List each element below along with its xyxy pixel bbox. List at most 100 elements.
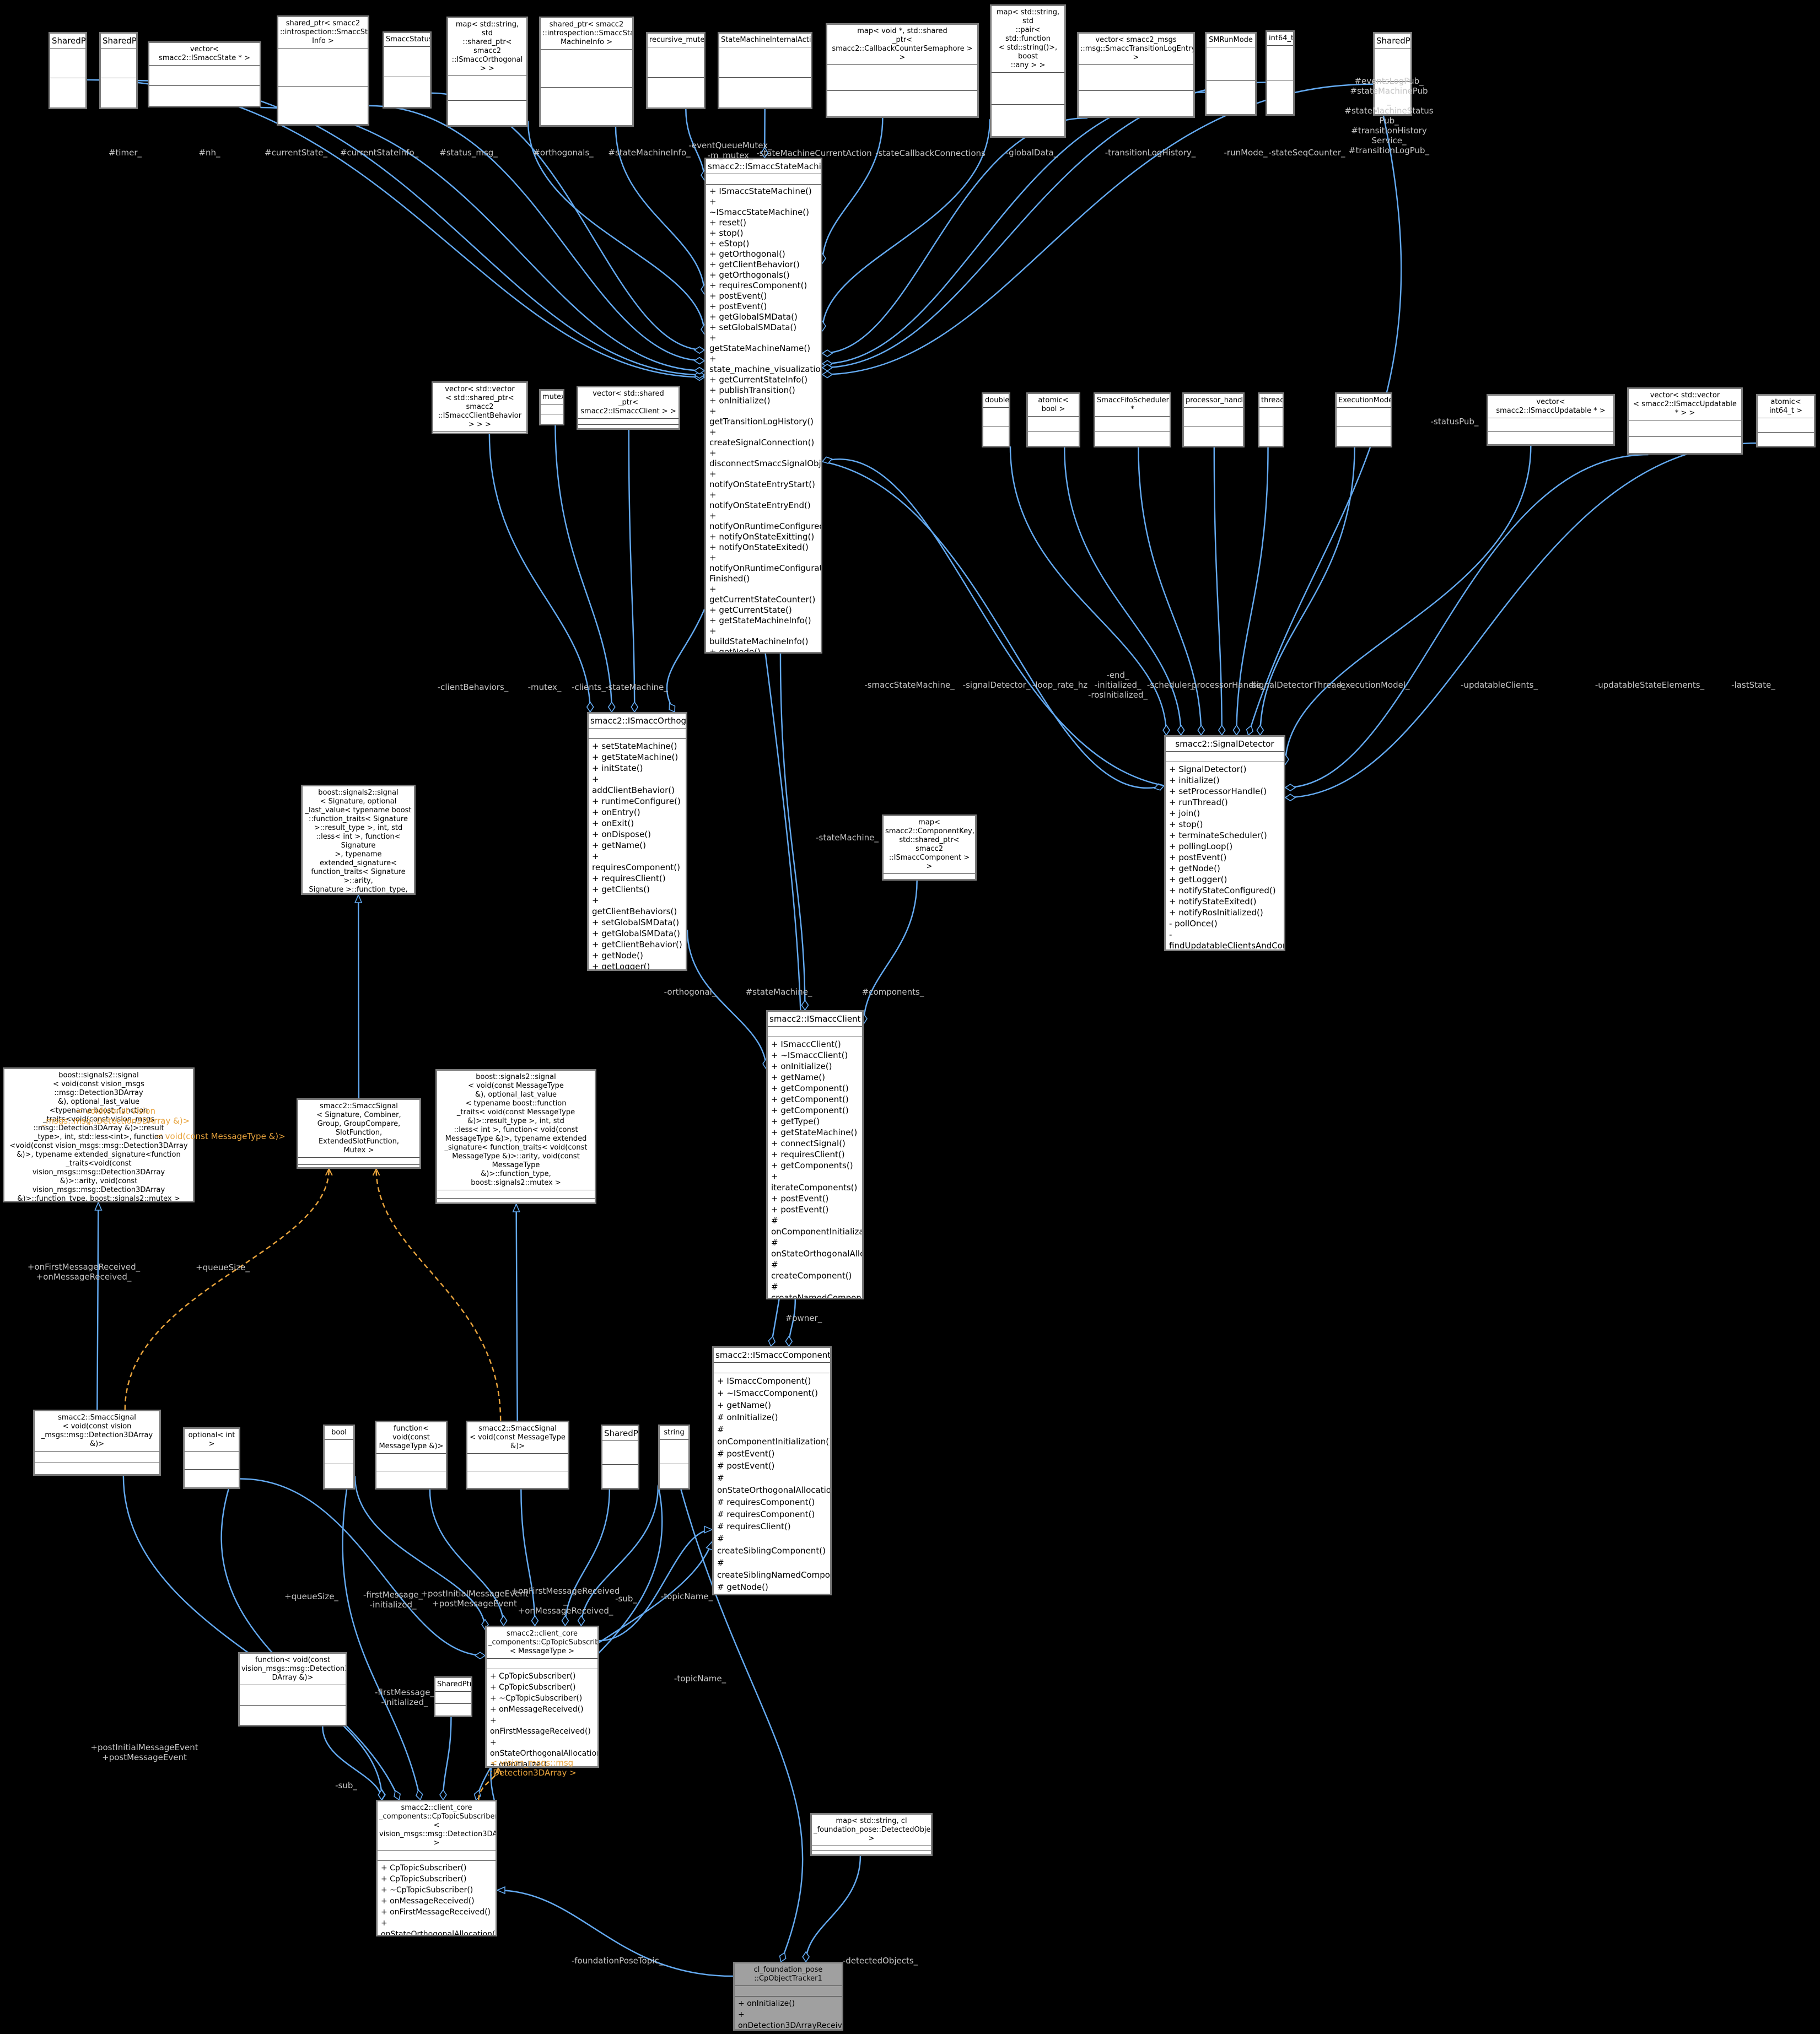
class-node-string[interactable]: string (658, 1425, 690, 1490)
class-node-bool[interactable]: bool (323, 1425, 355, 1490)
member-edge-vector-ismacc-clients-to-ismacc-orthogonal (628, 429, 634, 712)
edge-label: < void(const MessageType &)> (155, 1131, 286, 1141)
member-edge-map-component-key-to-ismacc-client (864, 880, 918, 1024)
map-callback-counter-semaphore-title: map< void *, std::shared _ptr< smacc2::C… (827, 25, 977, 65)
inherit-edge-smacc-signal-generic-to-boost-signal-generic (358, 895, 359, 1099)
member-edge-thread-to-signal-detector (1236, 447, 1269, 735)
atomic-bool-title: atomic< bool > (1028, 394, 1079, 417)
class-node-function-detection3darray[interactable]: function< void(const vision_msgs::msg::D… (238, 1652, 347, 1727)
edge-label: -topicName_ (660, 1591, 713, 1601)
class-node-vector-updatable[interactable]: vector< smacc2::ISmaccUpdatable * > (1487, 394, 1615, 446)
class-node-double[interactable]: double (982, 392, 1010, 447)
ismacc-client-title: smacc2::ISmaccClient (768, 1012, 862, 1027)
class-node-execution-model[interactable]: ExecutionModel (1335, 392, 1392, 447)
sharedptr-pubs-attributes-compartment (1375, 48, 1410, 82)
vector-ismacc-state-attributes-compartment (149, 66, 260, 86)
cp-object-tracker1-title: cl_foundation_pose ::CpObjectTracker1 (735, 1963, 842, 1986)
cp-topic-subscriber-messagetype-attributes-compartment (487, 1659, 597, 1669)
class-node-sharedptr-state-machine-info[interactable]: shared_ptr< smacc2 ::introspection::Smac… (539, 17, 634, 127)
edge-label: #status_msg_ (439, 148, 498, 158)
edge-label: -detectedObjects_ (842, 1956, 918, 1966)
class-node-ismacc-state-machine[interactable]: smacc2::ISmaccStateMachine+ ISmaccStateM… (704, 158, 822, 654)
execution-model-title: ExecutionModel (1337, 394, 1391, 408)
class-node-sharedptr-nh[interactable]: SharedPtr (99, 32, 138, 109)
sm-run-mode-attributes-compartment (1207, 47, 1255, 81)
class-node-int64-t[interactable]: int64_t (1266, 30, 1295, 116)
smacc-signal-generic-attributes-compartment (298, 1158, 419, 1165)
class-node-sharedptr-smacc-state-info[interactable]: shared_ptr< smacc2 ::introspection::Smac… (277, 15, 369, 126)
vector-transition-log-entry-title: vector< smacc2_msgs ::msg::SmaccTransiti… (1079, 34, 1193, 65)
class-node-state-machine-internal-action[interactable]: StateMachineInternalAction (718, 32, 812, 109)
class-node-vector-vector-updatable[interactable]: vector< std::vector < smacc2::ISmaccUpda… (1627, 387, 1743, 455)
class-node-thread[interactable]: thread (1258, 392, 1284, 447)
class-node-sharedptr-sub-d3[interactable]: SharedPtr (434, 1676, 472, 1717)
class-node-vector-transition-log-entry[interactable]: vector< smacc2_msgs ::msg::SmaccTransiti… (1077, 32, 1195, 118)
signal-detector-methods-compartment: + SignalDetector() + initialize() + setP… (1169, 764, 1284, 951)
class-node-map-detected-object[interactable]: map< std::string, cl _foundation_pose::D… (810, 1813, 933, 1856)
edge-label: #stateMachine_ (745, 987, 812, 997)
mutex-attributes-compartment (541, 404, 563, 414)
class-node-boost-signal-messagetype[interactable]: boost::signals2::signal < void(const Mes… (435, 1069, 596, 1204)
class-node-map-orthogonals[interactable]: map< std::string, std ::shared_ptr< smac… (446, 17, 528, 127)
smacc-fifo-scheduler-methods-compartment (1095, 431, 1170, 446)
boost-signal-messagetype-attributes-compartment (437, 1190, 595, 1199)
class-node-cp-object-tracker1[interactable]: cl_foundation_pose ::CpObjectTracker1+ o… (733, 1962, 843, 2031)
class-node-atomic-bool[interactable]: atomic< bool > (1026, 392, 1080, 447)
edge-label: -sub_ (615, 1594, 637, 1604)
class-node-mutex[interactable]: mutex (539, 389, 564, 425)
class-node-vector-client-behaviors[interactable]: vector< std::vector < std::shared_ptr< s… (432, 381, 528, 434)
sharedptr-nh-methods-compartment (101, 78, 136, 107)
member-edge-map-orthogonals-to-ismacc-state-machine (527, 121, 704, 334)
member-edge-bool-to-cp-topic-subscriber-messagetype (354, 1476, 485, 1630)
smacc-signal-detection3darray-methods-compartment (35, 1463, 159, 1474)
sharedptr-timer-attributes-compartment (50, 48, 85, 78)
class-node-function-messagetype[interactable]: function< void(const MessageType &)> (375, 1421, 448, 1490)
map-boost-any-title: map< std::string, std ::pair< std::funct… (992, 6, 1064, 73)
class-node-vector-ismacc-clients[interactable]: vector< std::shared _ptr< smacc2::ISmacc… (577, 386, 680, 430)
optional-int-title: optional< int > (185, 1429, 239, 1452)
function-detection3darray-attributes-compartment (240, 1685, 346, 1706)
class-node-vector-ismacc-state[interactable]: vector< smacc2::ISmaccState * > (148, 41, 261, 107)
class-node-processor-handle[interactable]: processor_handle (1182, 392, 1245, 447)
edge-label: -stateCallbackConnections (875, 148, 986, 158)
edge-label: -clients_ (572, 682, 606, 692)
class-node-smacc-signal-generic[interactable]: smacc2::SmaccSignal < Signature, Combine… (297, 1098, 421, 1169)
class-node-sharedptr-pubs[interactable]: SharedPtr (1373, 32, 1412, 116)
class-node-cp-topic-subscriber-messagetype[interactable]: smacc2::client_core _components::CpTopic… (485, 1626, 599, 1768)
class-node-map-callback-counter-semaphore[interactable]: map< void *, std::shared _ptr< smacc2::C… (826, 23, 979, 118)
class-node-smacc-signal-detection3darray[interactable]: smacc2::SmaccSignal < void(const vision … (33, 1410, 161, 1476)
edge-label: < void(const vision _msgs::msg::Detectio… (41, 1106, 190, 1126)
class-node-smacc-fifo-scheduler[interactable]: SmaccFifoScheduler * (1094, 392, 1171, 447)
class-node-optional-int[interactable]: optional< int > (183, 1427, 240, 1489)
class-node-ismacc-client[interactable]: smacc2::ISmaccClient+ ISmaccClient() + ~… (766, 1010, 864, 1299)
thread-title: thread (1259, 394, 1283, 408)
class-node-ismacc-component[interactable]: smacc2::ISmaccComponent+ ISmaccComponent… (712, 1346, 832, 1595)
map-orthogonals-attributes-compartment (448, 76, 526, 101)
map-callback-counter-semaphore-attributes-compartment (827, 65, 977, 91)
class-node-map-component-key[interactable]: map< smacc2::ComponentKey, std::shared_p… (882, 814, 977, 881)
class-node-smacc-status[interactable]: SmaccStatus (383, 31, 432, 109)
sharedptr-smacc-state-info-attributes-compartment (278, 48, 368, 87)
member-edge-sharedptr-pubs-to-ismacc-state-machine (822, 83, 1374, 375)
class-node-recursive-mutex[interactable]: recursive_mutex (646, 32, 706, 109)
member-edge-ismacc-state-machine-to-ismacc-client (779, 653, 805, 1010)
class-node-atomic-int64[interactable]: atomic< int64_t > (1756, 394, 1816, 447)
double-attributes-compartment (983, 408, 1009, 427)
bool-attributes-compartment (325, 1440, 353, 1464)
class-node-map-boost-any[interactable]: map< std::string, std ::pair< std::funct… (990, 4, 1066, 138)
class-node-signal-detector[interactable]: smacc2::SignalDetector+ SignalDetector()… (1164, 735, 1285, 951)
class-node-ismacc-orthogonal[interactable]: smacc2::ISmaccOrthogonal+ setStateMachin… (587, 712, 687, 971)
member-edge-ismacc-orthogonal-to-ismacc-client (686, 930, 766, 1069)
class-node-sharedptr-timer[interactable]: SharedPtr (49, 32, 87, 109)
class-node-boost-signal-generic[interactable]: boost::signals2::signal < Signature, opt… (301, 785, 416, 895)
edge-label: +onFirstMessageReceived _ +onMessageRece… (511, 1586, 620, 1616)
class-node-boost-signal-detection3darray[interactable]: boost::signals2::signal < void(const vis… (3, 1067, 195, 1202)
class-node-smacc-signal-messagetype[interactable]: smacc2::SmaccSignal < void(const Message… (466, 1421, 569, 1490)
edge-label: -stateMachine_ (605, 682, 668, 692)
int64-t-methods-compartment (1267, 80, 1293, 115)
class-node-sm-run-mode[interactable]: SMRunMode (1205, 32, 1257, 116)
class-node-sharedptr-sub-mt[interactable]: SharedPtr (601, 1425, 639, 1490)
class-node-cp-topic-subscriber-detection3darray[interactable]: smacc2::client_core _components::CpTopic… (376, 1800, 497, 1936)
member-edge-sharedptr-pubs-to-signal-detector (1248, 115, 1402, 735)
